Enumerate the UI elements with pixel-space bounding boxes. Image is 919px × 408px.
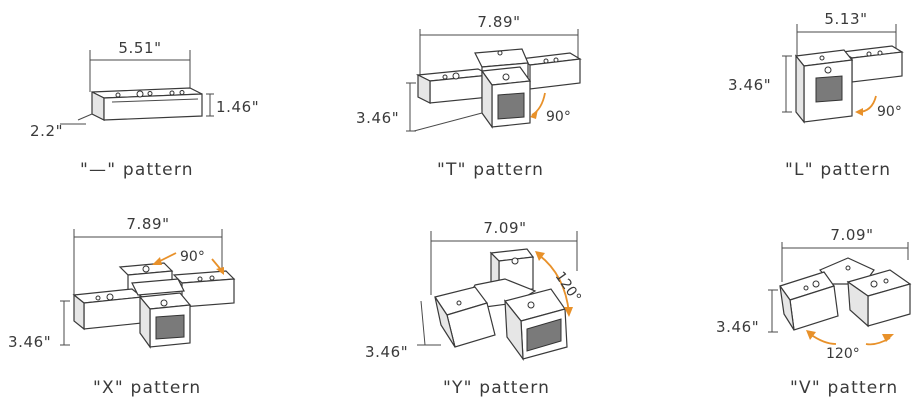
y-pattern-caption: "Y" pattern [443,378,551,398]
x-connector-drawing: 7.89" 3.46" 90° [8,215,236,351]
straight-connector-figure: 5.51" 1.46" 2.2" [20,20,260,150]
y-connector-figure: 7.09" 3.46" 120° [355,205,595,365]
x-length-dimension-label: 7.89" [126,215,169,233]
l-length-dimension-label: 5.13" [824,10,867,28]
v-length-dimension-label: 7.09" [830,226,873,244]
x-connector-figure: 7.89" 3.46" 90° [0,205,260,360]
t-height-dimension-label: 3.46" [356,109,399,127]
l-angle-label: 90° [877,104,902,120]
v-height-dimension-label: 3.46" [716,318,759,336]
x-angle-label: 90° [180,249,205,265]
x-pattern-caption: "X" pattern [93,378,202,398]
t-connector-figure: 7.89" 3.46" 90° [350,5,600,155]
height-dimension-label: 1.46" [216,98,259,116]
length-dimension-label: 5.51" [118,39,161,57]
l-height-dimension-label: 3.46" [728,76,771,94]
l-connector-drawing: 5.13" 3.46" 90° [728,10,904,124]
x-height-dimension-label: 3.46" [8,333,51,351]
v-angle-label: 120° [826,346,860,362]
y-length-dimension-label: 7.09" [483,219,526,237]
t-angle-label: 90° [546,109,571,125]
l-pattern-caption: "L" pattern [785,160,892,180]
v-connector-figure: 7.09" 3.46" 120° [714,220,919,370]
straight-pattern-caption: "—" pattern [80,160,194,180]
t-connector-drawing: 7.89" 3.46" 90° [356,13,582,132]
y-height-dimension-label: 3.46" [365,343,408,361]
straight-connector-drawing: 5.51" 1.46" 2.2" [30,39,259,140]
t-length-dimension-label: 7.89" [477,13,520,31]
y-connector-drawing: 7.09" 3.46" 120° [365,219,584,361]
v-connector-drawing: 7.09" 3.46" 120° [716,226,912,362]
depth-dimension-label: 2.2" [30,122,63,140]
v-pattern-caption: "V" pattern [790,378,899,398]
l-connector-figure: 5.13" 3.46" 90° [724,0,919,155]
t-pattern-caption: "T" pattern [437,160,545,180]
